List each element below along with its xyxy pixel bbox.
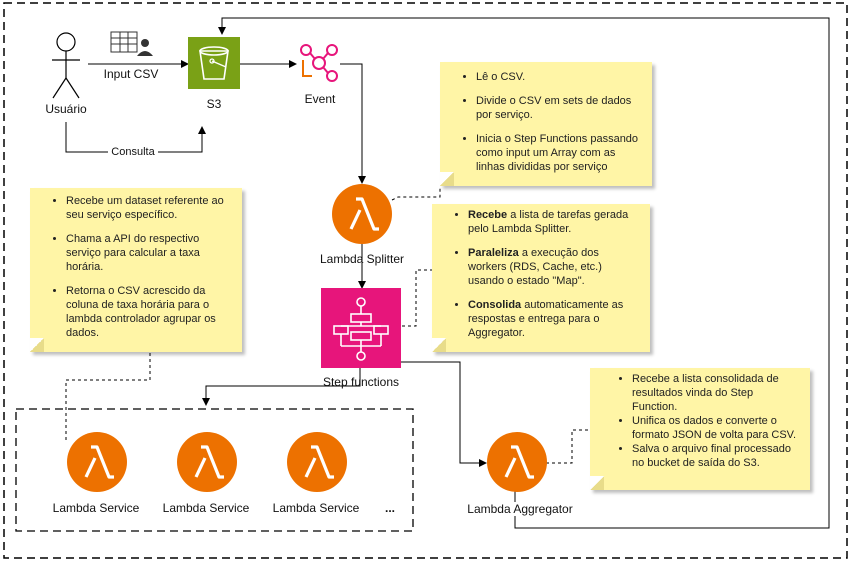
- consulta-label: Consulta: [108, 146, 158, 158]
- lambda-service-label: Lambda Service: [272, 501, 360, 515]
- note-item: Lê o CSV.: [476, 70, 642, 84]
- note-item: Paraleliza a execução dos workers (RDS, …: [468, 246, 640, 288]
- note-service: Recebe um dataset referente ao seu servi…: [30, 188, 242, 352]
- more-services-ellipsis: ...: [384, 501, 395, 515]
- user-label: Usuário: [45, 102, 87, 116]
- step-functions-icon[interactable]: [321, 288, 401, 368]
- lambda-aggregator-icon[interactable]: [486, 431, 548, 493]
- event-label: Event: [304, 92, 336, 106]
- input-csv-label: Input CSV: [103, 67, 159, 81]
- note-item: Salva o arquivo final processado no buck…: [632, 442, 800, 470]
- lambda-service-label: Lambda Service: [162, 501, 250, 515]
- note-item: Recebe a lista de tarefas gerada pelo La…: [468, 208, 640, 236]
- lambda-splitter-icon[interactable]: [331, 183, 393, 245]
- services-frame: [15, 408, 414, 532]
- note-item: Unifica os dados e converte o formato JS…: [632, 414, 800, 442]
- lambda-service-icon[interactable]: [66, 431, 128, 493]
- note-item: Consolida automaticamente as respostas e…: [468, 298, 640, 340]
- outer-frame: [3, 2, 848, 559]
- step-functions-label: Step functions: [322, 375, 400, 389]
- lambda-service-icon[interactable]: [176, 431, 238, 493]
- eventbridge-icon[interactable]: [298, 42, 340, 84]
- s3-bucket-icon[interactable]: [188, 37, 240, 89]
- note-item: Divide o CSV em sets de dados por serviç…: [476, 94, 642, 122]
- user-icon: [49, 30, 83, 100]
- note-item: Inicia o Step Functions passando como in…: [476, 132, 642, 174]
- note-item: Recebe um dataset referente ao seu servi…: [66, 194, 232, 222]
- lambda-aggregator-label: Lambda Aggregator: [460, 502, 580, 516]
- note-item: Retorna o CSV acrescido da coluna de tax…: [66, 284, 232, 340]
- s3-label: S3: [206, 97, 222, 111]
- note-item: Recebe a lista consolidada de resultados…: [632, 372, 800, 414]
- note-splitter: Lê o CSV. Divide o CSV em sets de dados …: [440, 62, 652, 186]
- note-step-functions: Recebe a lista de tarefas gerada pelo La…: [432, 204, 650, 352]
- lambda-service-icon[interactable]: [286, 431, 348, 493]
- lambda-splitter-label: Lambda Splitter: [319, 252, 405, 266]
- lambda-service-label: Lambda Service: [52, 501, 140, 515]
- table-user-icon: [110, 30, 154, 58]
- note-aggregator: Recebe a lista consolidada de resultados…: [590, 368, 810, 490]
- note-item: Chama a API do respectivo serviço para c…: [66, 232, 232, 274]
